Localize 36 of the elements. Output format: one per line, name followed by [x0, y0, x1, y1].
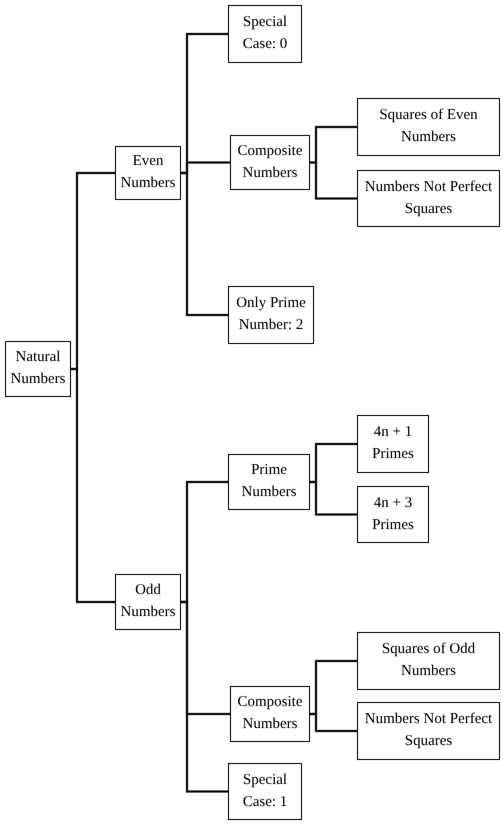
box-label: Numbers Not Perfect Squares	[364, 710, 494, 751]
connector-line	[310, 712, 357, 732]
category-box	[5, 341, 71, 397]
connector-line	[181, 600, 228, 793]
box-label: 4n + 3 Primes	[371, 494, 415, 534]
box-label: Special Case: 0	[242, 13, 288, 54]
category-box	[228, 5, 302, 63]
category-box	[357, 632, 500, 690]
box-label: 4n + 1 Primes	[371, 423, 415, 464]
box-label: Squares of Even Numbers	[378, 106, 479, 147]
connector-line	[71, 368, 115, 604]
category-box	[230, 686, 310, 742]
box-label: Only Prime Number: 2	[235, 294, 307, 335]
category-box	[357, 98, 500, 156]
box-label: Squares of Odd Numbers	[380, 640, 476, 681]
box-label: Composite Numbers	[236, 142, 304, 182]
category-box	[228, 286, 314, 344]
box-label: Odd Numbers	[120, 581, 176, 622]
category-box	[357, 415, 429, 473]
category-box	[357, 702, 500, 760]
connector-line	[310, 480, 357, 516]
category-box	[115, 146, 181, 200]
category-box	[228, 454, 310, 510]
box-label: Numbers Not Perfect Squares	[364, 178, 494, 218]
connector-line	[181, 172, 228, 316]
category-box	[115, 574, 181, 630]
category-box	[357, 486, 429, 543]
category-box	[230, 135, 310, 190]
category-box	[357, 170, 500, 227]
box-label: Natural Numbers	[10, 348, 66, 389]
box-label: Composite Numbers	[236, 693, 304, 734]
box-label: Special Case: 1	[242, 770, 288, 812]
category-box	[228, 763, 302, 820]
connector-line	[310, 161, 357, 200]
box-label: Prime Numbers	[240, 461, 298, 502]
box-label: Even Numbers	[120, 152, 176, 193]
